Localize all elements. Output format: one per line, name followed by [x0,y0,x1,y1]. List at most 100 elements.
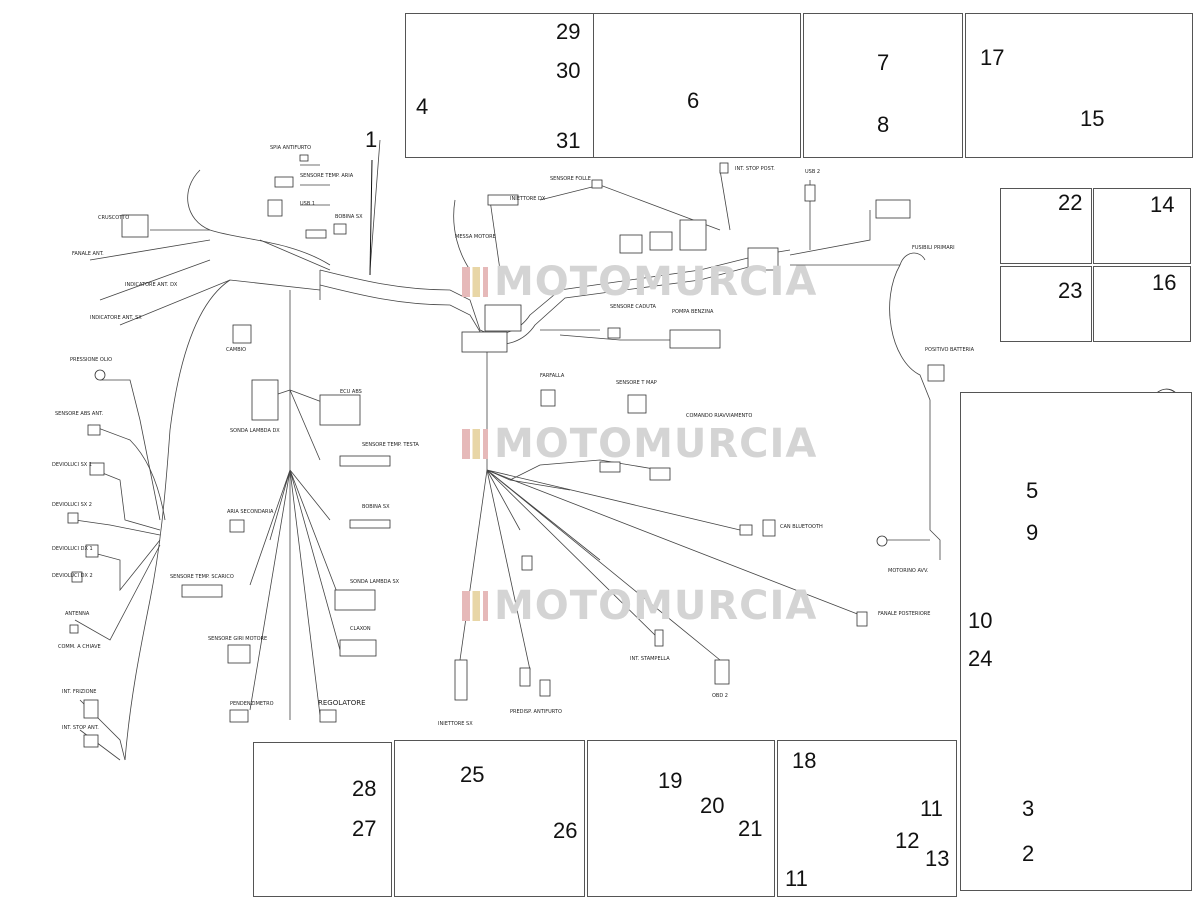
label-claxon: CLAXON [350,626,371,632]
callout-6: 6 [687,88,700,113]
callout-17: 17 [980,45,1005,70]
label-regolatore: REGOLATORE [318,699,366,707]
label-pompa-benzina: POMPA BENZINA [672,309,714,315]
label-antenna: ANTENNA [65,611,90,617]
label-devioluci-dx2: DEVIOLUCI DX 2 [52,573,93,579]
callout-25: 25 [460,762,485,787]
label-sensore-temp-testa: SENSORE TEMP. TESTA [362,442,419,448]
panel-cable-6 [593,13,801,158]
label-sensore-folle: SENSORE FOLLE [550,176,591,182]
label-spia-antifurto: SPIA ANTIFURTO [270,145,311,151]
label-bobina-sx2: BOBINA SX [362,504,390,510]
callout-20: 20 [700,793,725,818]
label-usb1: USB 1 [300,201,316,207]
label-obd2: OBD 2 [712,693,728,699]
callout-10: 10 [968,608,993,633]
callout-26: 26 [553,818,578,843]
panel-clip-16 [1093,266,1191,342]
panel-sensor-25 [394,740,585,897]
callout-9: 9 [1026,520,1039,545]
callout-2: 2 [1022,841,1035,866]
callout-11: 11 [920,796,943,821]
callout-14: 14 [1150,192,1175,217]
label-ecu-abs: ECU ABS [340,389,362,395]
label-sensore-abs-ant: SENSORE ABS ANT. [55,411,104,417]
connector-shapes [67,154,945,748]
panel-clip-23 [1000,266,1092,342]
callout-18: 18 [792,748,817,773]
label-devioluci-dx1: DEVIOLUCI DX 1 [52,546,93,552]
callout-12: 12 [895,828,920,853]
label-can-bluetooth: CAN BLUETOOTH [780,524,823,530]
callout-21: 21 [738,816,763,841]
panel-cable-17 [965,13,1193,158]
label-indicatore-ant-dx: INDICATORE ANT. DX [125,282,178,288]
label-motorino-avv: MOTORINO AVV. [888,568,929,574]
callout-30: 30 [556,58,581,83]
label-indicatore-ant-sx: INDICATORE ANT. SX [90,315,142,321]
label-iniettore-sx: INIETTORE SX [438,721,473,727]
callout-13: 13 [925,846,950,871]
callout-3: 3 [1022,796,1035,821]
callout-27: 27 [352,816,377,841]
callout-7: 7 [877,50,890,75]
label-int-frizione: INT. FRIZIONE [62,689,97,695]
label-cambio: CAMBIO [226,347,247,353]
label-pendenzimetro: PENDENZIMETRO [230,701,274,707]
label-fanale-ant: FANALE ANT. [72,251,104,257]
callout-19: 19 [658,768,683,793]
panel-bracket-18 [777,740,957,897]
label-sonda-lambda-dx: SONDA LAMBDA DX [230,428,280,434]
panel-clip-22 [1000,188,1092,264]
label-devioluci-sx2: DEVIOLUCI SX 2 [52,502,92,508]
panel-clip-14 [1093,188,1191,264]
panel-frame [960,392,1192,891]
panel-sensor-27 [253,742,392,897]
watermark: MOTOMURCIA [462,262,817,302]
label-devioluci-sx1: DEVIOLUCI SX 1 [52,462,92,468]
label-sensore-temp-scarico: SENSORE TEMP. SCARICO [170,574,234,580]
label-sensore-t-map: SENSORE T MAP [616,380,657,386]
callout-16: 16 [1152,270,1177,295]
callout-4: 4 [416,94,429,119]
callout-5: 5 [1026,478,1039,503]
label-int-stampella: INT. STAMPELLA [630,656,670,662]
label-iniettore-dx: INIETTORE DX [510,196,546,202]
label-comm-a-chiave: COMM. A CHIAVE [58,644,101,650]
callout-8: 8 [877,112,890,137]
callout-31: 31 [556,128,581,153]
label-farfalla: FARFALLA [540,373,565,379]
callout-28: 28 [352,776,377,801]
panel-sensor-19 [587,740,775,897]
callout-22: 22 [1058,190,1083,215]
label-predisp-antifurto: PREDISP. ANTIFURTO [510,709,562,715]
label-positivo-batteria: POSITIVO BATTERIA [925,347,974,353]
callout-29: 29 [556,19,581,44]
callout-1: 1 [365,127,378,152]
callout-11: 11 [785,866,808,891]
panel-relays [803,13,963,158]
callout-15: 15 [1080,106,1105,131]
label-bobina-sx: BOBINA SX [335,214,363,220]
panel-key-switch [405,13,595,158]
label-fusibili-primari: FUSIBILI PRIMARI [912,245,955,251]
label-fanale-posteriore: FANALE POSTERIORE [878,611,931,617]
label-pressione-olio: PRESSIONE OLIO [70,357,113,363]
label-messa-motore: MESSA MOTORE [455,234,496,240]
label-cruscotto: CRUSCOTTO [98,215,130,221]
label-int-stop-ant: INT. STOP ANT. [62,725,99,731]
callout-23: 23 [1058,278,1083,303]
label-sensore-temp-aria: SENSORE TEMP. ARIA [300,173,354,179]
label-sensore-caduta: SENSORE CADUTA [610,304,656,310]
label-sensore-giri-motore: SENSORE GIRI MOTORE [208,636,268,642]
label-int-stop-post: INT. STOP POST. [735,166,775,172]
callout-24: 24 [968,646,993,671]
label-usb2: USB 2 [805,169,821,175]
watermark: MOTOMURCIA [462,586,817,626]
label-aria-secondaria: ARIA SECONDARIA [227,509,274,515]
label-comando-riavviamento: COMANDO RIAVVIAMENTO [686,413,753,419]
watermark: MOTOMURCIA [462,424,817,464]
label-sonda-lambda-sx: SONDA LAMBDA SX [350,579,400,585]
